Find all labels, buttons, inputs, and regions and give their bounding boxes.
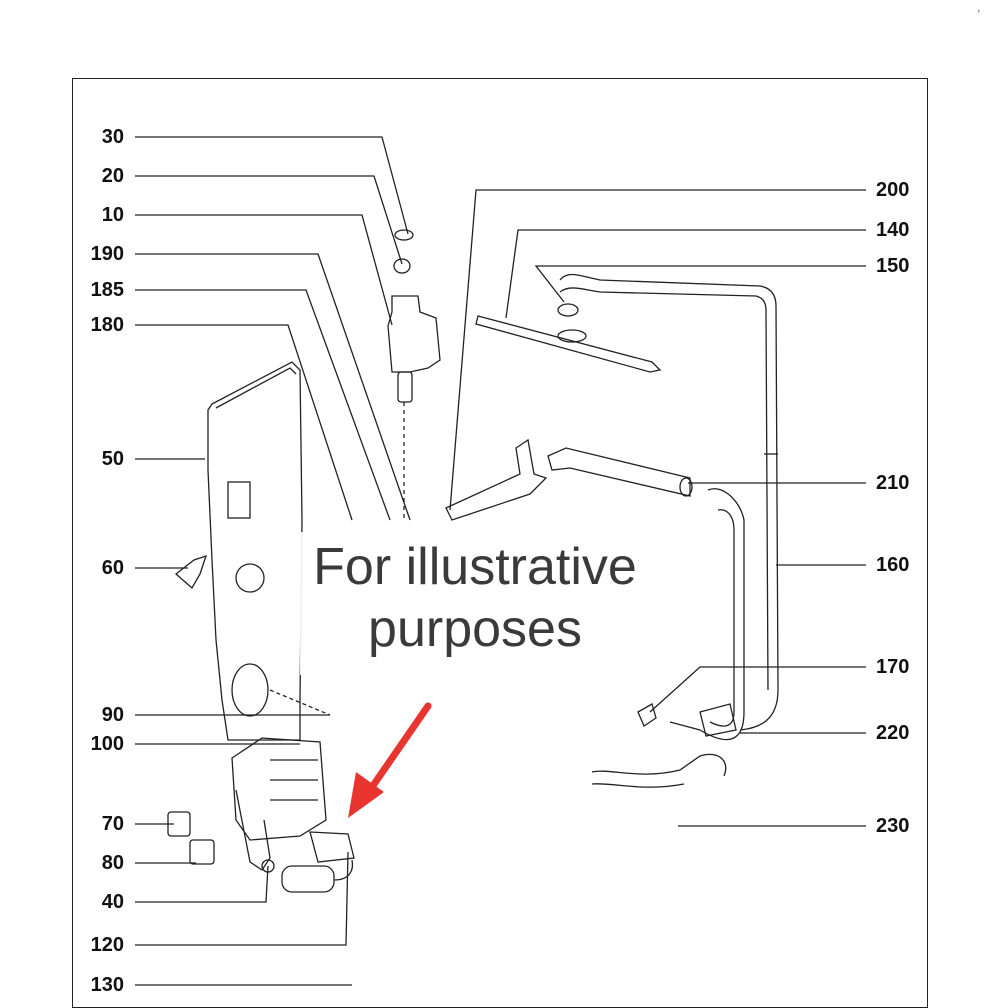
callout-140: 140 — [876, 219, 910, 241]
callout-190: 190 — [90, 243, 124, 265]
part-drain-hose — [591, 753, 727, 788]
part-ring — [261, 859, 275, 873]
leader-lines-right — [449, 189, 866, 827]
illustrative-watermark: For illustrative purposes — [300, 532, 650, 675]
callout-100: 100 — [90, 733, 124, 755]
callout-70: 70 — [101, 813, 124, 835]
callout-90: 90 — [101, 704, 124, 726]
callout-185: 185 — [90, 279, 124, 301]
callout-130: 130 — [90, 974, 124, 996]
callout-150: 150 — [876, 255, 910, 277]
callout-170: 170 — [876, 656, 910, 678]
callout-200: 200 — [876, 179, 910, 201]
callout-230: 230 — [876, 815, 910, 837]
part-spray-arm — [475, 303, 662, 373]
callout-220: 220 — [876, 722, 910, 744]
pointer-arrow — [348, 702, 432, 818]
part-valve-stack — [387, 229, 441, 520]
callout-180: 180 — [90, 314, 124, 336]
callout-40: 40 — [101, 891, 124, 913]
callout-30: 30 — [101, 126, 124, 148]
part-clamp — [637, 703, 657, 727]
part-heater-module — [281, 831, 355, 893]
callout-60: 60 — [101, 557, 124, 579]
part-lower-arm — [445, 438, 548, 521]
part-pipe-210 — [547, 447, 693, 497]
callout-160: 160 — [876, 554, 910, 576]
corner-mark: ‚ — [977, 0, 980, 14]
callout-10: 10 — [101, 204, 124, 226]
callout-20: 20 — [101, 165, 124, 187]
part-clip — [174, 554, 208, 590]
part-hose-220 — [669, 488, 745, 741]
callout-120: 120 — [90, 934, 124, 956]
callout-50: 50 — [101, 448, 124, 470]
callout-210: 210 — [876, 472, 910, 494]
watermark-line-2: purposes — [368, 600, 582, 659]
part-pump-housing — [231, 737, 327, 871]
part-supply-pipe — [559, 273, 779, 731]
callout-80: 80 — [101, 852, 124, 874]
part-sensors — [167, 811, 215, 865]
part-side-panel — [207, 361, 331, 741]
watermark-line-1: For illustrative — [313, 538, 637, 596]
